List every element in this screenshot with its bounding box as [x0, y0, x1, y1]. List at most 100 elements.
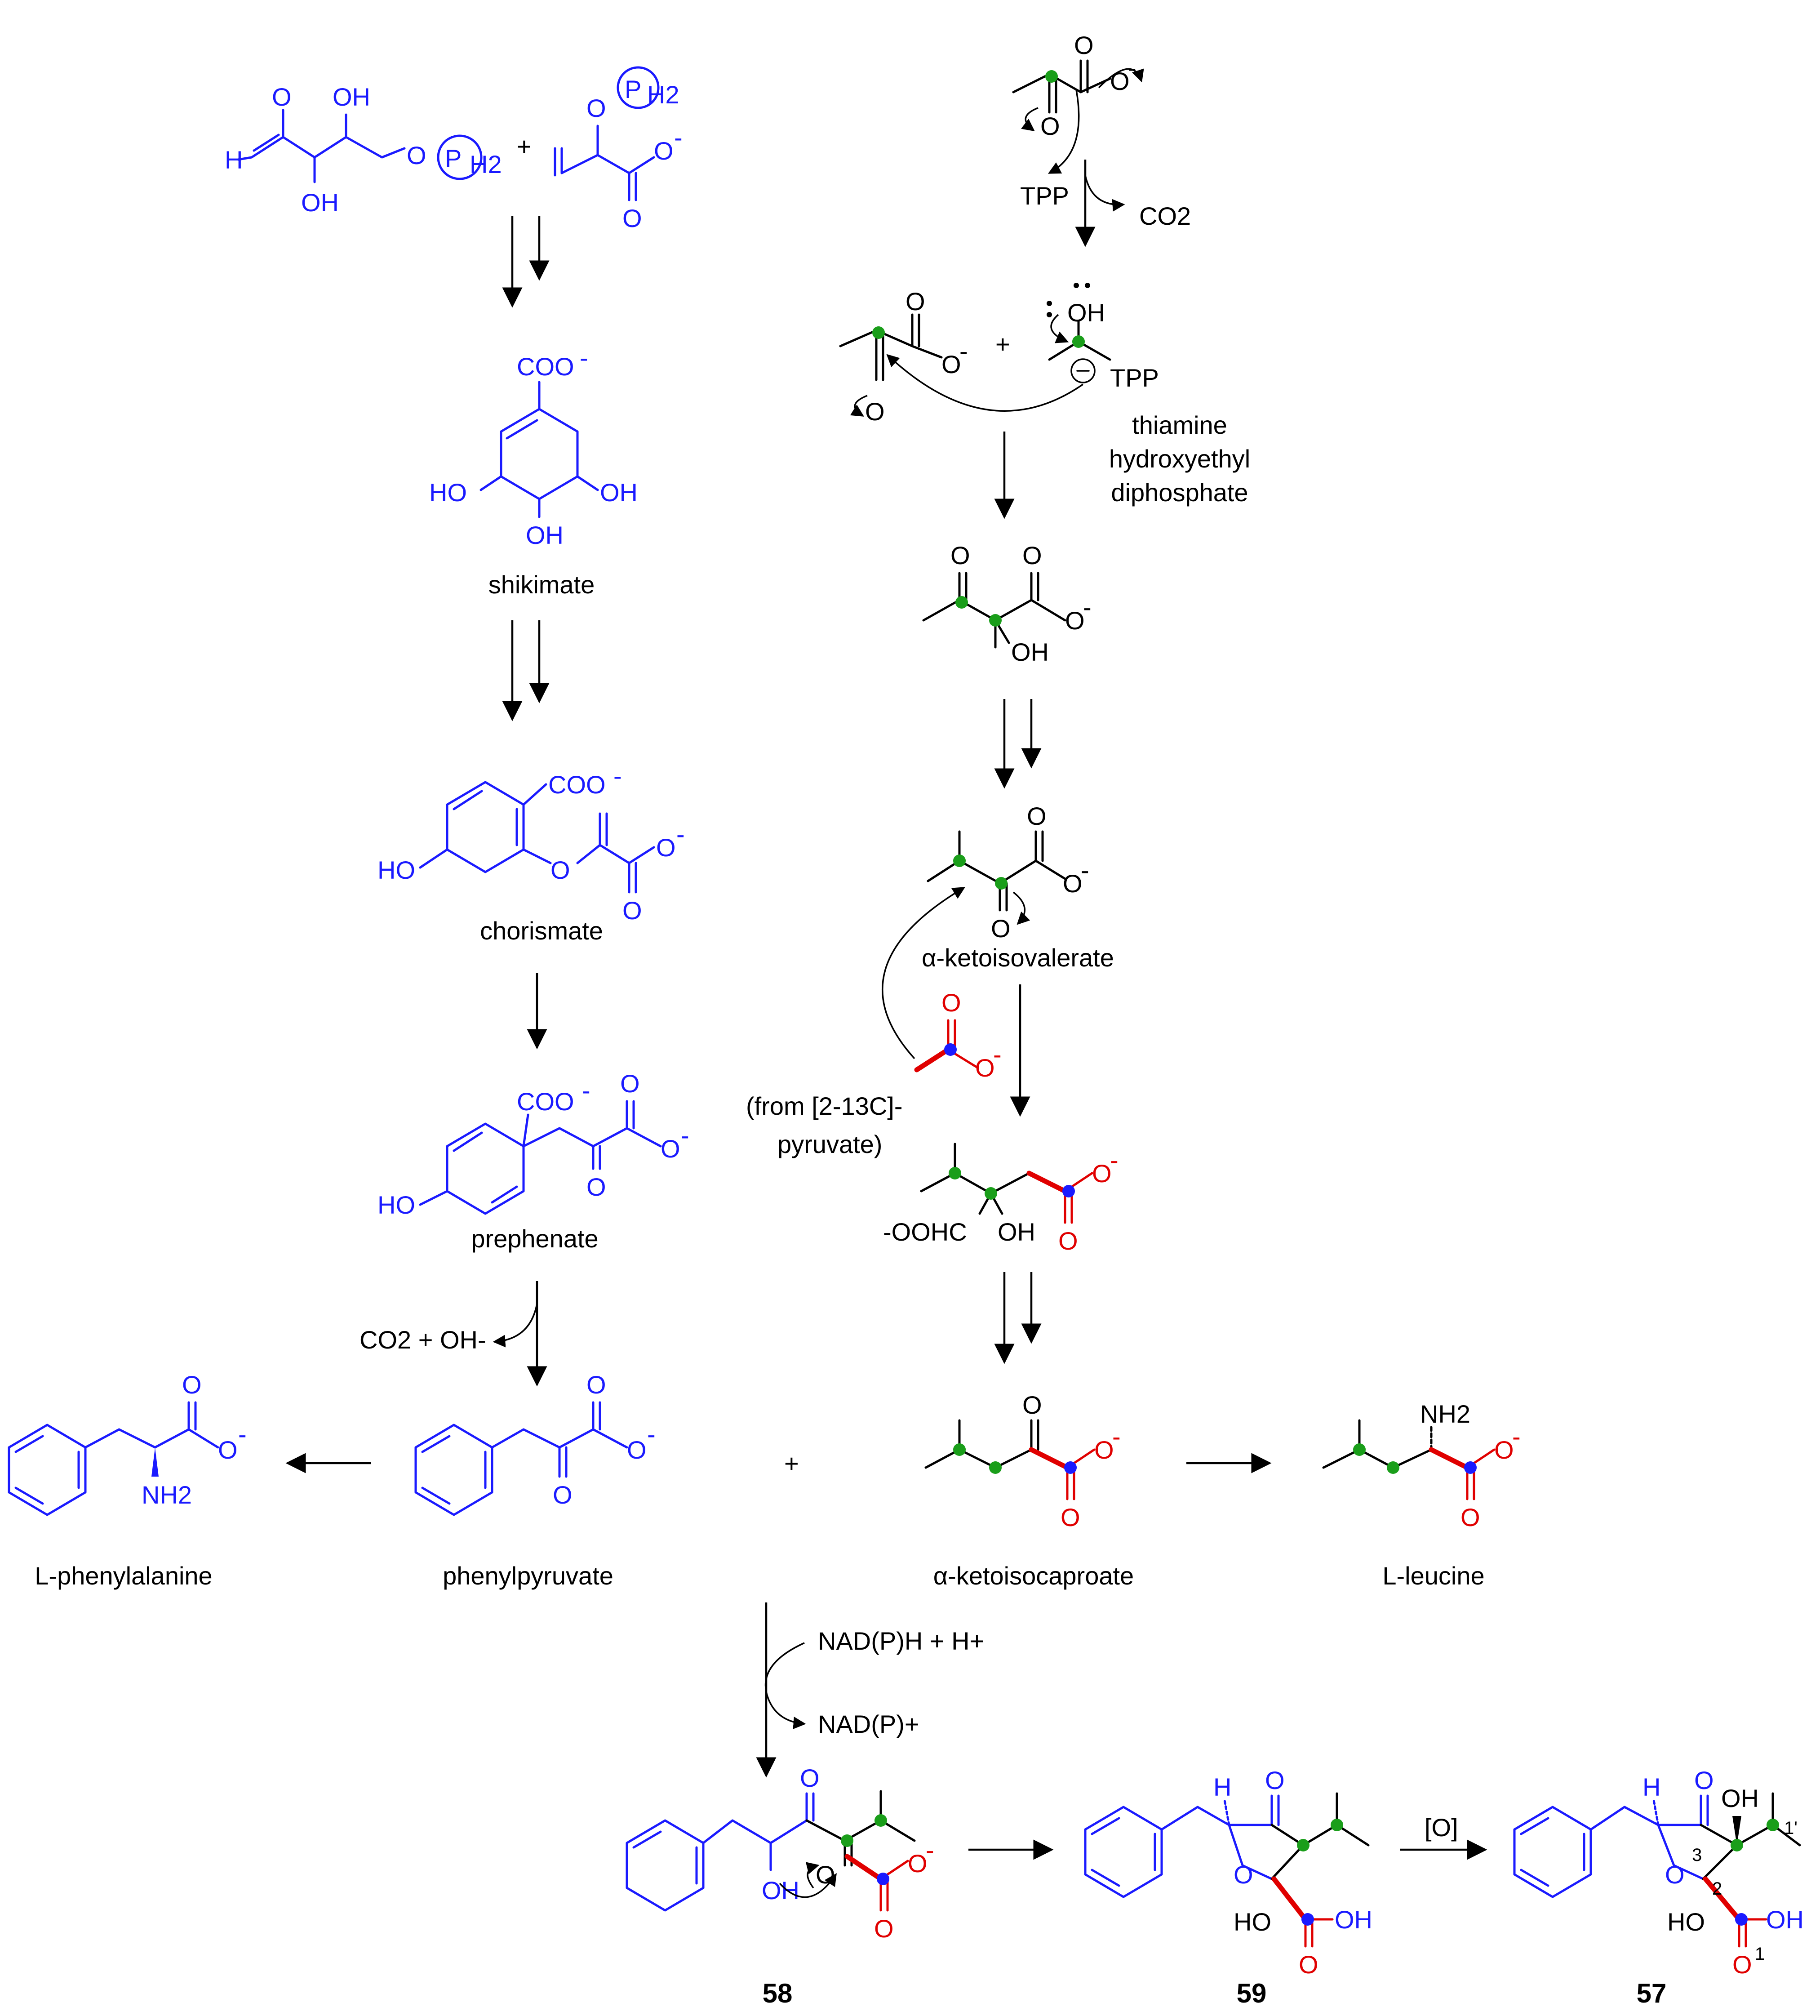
shikimate-label: shikimate	[488, 570, 595, 599]
svg-text:-: -	[582, 1076, 590, 1104]
svg-text:O: O	[1494, 1436, 1514, 1464]
svg-text:O: O	[218, 1436, 238, 1464]
phenylpyruvate-structure: O O - O	[414, 1371, 656, 1516]
compound-59-structure: H O O HO OH O	[1084, 1766, 1372, 1979]
svg-text:-OOHC: -OOHC	[883, 1218, 967, 1246]
svg-text:O: O	[941, 988, 961, 1017]
svg-text:OH: OH	[1011, 638, 1049, 666]
svg-text:O: O	[1665, 1860, 1685, 1889]
svg-text:OH: OH	[333, 83, 370, 111]
thiamine-label-1: thiamine	[1132, 411, 1227, 439]
compound-58-structure: O OH O O - O	[626, 1764, 934, 1943]
svg-text:1: 1	[1755, 1944, 1765, 1964]
svg-text:H: H	[225, 146, 243, 174]
svg-text:O: O	[1234, 1860, 1253, 1889]
plus-sign: +	[517, 132, 532, 160]
svg-text:O: O	[865, 397, 885, 426]
svg-text:OH: OH	[762, 1876, 799, 1905]
svg-text:O: O	[620, 1069, 640, 1098]
svg-text:COO: COO	[517, 352, 574, 381]
svg-text:O: O	[272, 83, 292, 111]
acetolactate-structure: O O O - OH	[922, 541, 1092, 666]
svg-text:-: -	[681, 1121, 689, 1149]
isopropylmalate-structure: -OOHC OH O - O	[883, 1143, 1119, 1255]
svg-text:H2: H2	[470, 150, 502, 178]
l-leucine-label: L-leucine	[1382, 1562, 1484, 1590]
svg-text:O: O	[1094, 1436, 1114, 1464]
svg-text:O: O	[1694, 1766, 1714, 1794]
svg-text:O: O	[1265, 1766, 1285, 1794]
svg-text:O: O	[941, 350, 961, 378]
svg-text:-: -	[926, 1836, 934, 1864]
l-leucine-structure: NH2 O - O	[1322, 1400, 1521, 1531]
svg-text:O: O	[1732, 1950, 1752, 1979]
pyruvate-structure: O O - O	[1012, 31, 1136, 140]
svg-text:2: 2	[1712, 1879, 1722, 1899]
svg-text:-: -	[580, 343, 588, 372]
svg-text:-: -	[1512, 1422, 1521, 1451]
from-pyruvate-label-2: pyruvate)	[777, 1130, 882, 1158]
svg-text:O: O	[975, 1054, 995, 1082]
svg-text:O: O	[874, 1914, 894, 1943]
svg-text:3: 3	[1692, 1845, 1702, 1865]
phenylpyruvate-label: phenylpyruvate	[443, 1562, 613, 1590]
svg-text:-: -	[959, 337, 968, 365]
svg-text:O: O	[908, 1849, 928, 1878]
ketoisocaproate-structure: O O - O	[924, 1391, 1121, 1531]
svg-text:OH: OH	[1067, 298, 1105, 327]
svg-text:O: O	[622, 204, 642, 232]
hydroxyethyl-tpp: OH TPP	[1047, 283, 1159, 392]
svg-text:HO: HO	[377, 856, 415, 884]
svg-text:O: O	[1074, 31, 1094, 59]
svg-text:O: O	[1065, 606, 1085, 635]
svg-text:OH: OH	[600, 478, 638, 507]
svg-text:O: O	[1022, 1391, 1042, 1419]
oxidant-label: [O]	[1425, 1813, 1458, 1842]
plus-sign: +	[995, 330, 1010, 358]
svg-text:O: O	[1040, 112, 1060, 140]
svg-text:H: H	[1642, 1773, 1660, 1801]
plus-sign: +	[784, 1449, 799, 1478]
svg-text:1': 1'	[1784, 1818, 1798, 1838]
svg-text:O: O	[553, 1481, 573, 1509]
svg-text:-: -	[676, 820, 685, 848]
chorismate-label: chorismate	[480, 917, 603, 945]
compound-57-label: 57	[1637, 1978, 1667, 2008]
svg-text:-: -	[613, 761, 622, 790]
labeled-acetate: O O -	[914, 988, 1002, 1082]
svg-text:TPP: TPP	[1110, 364, 1159, 392]
svg-text:O: O	[1061, 1503, 1080, 1531]
svg-text:HO: HO	[377, 1191, 415, 1219]
svg-text:O: O	[586, 94, 606, 122]
co2-byproduct: CO2	[1139, 202, 1191, 230]
svg-text:HO: HO	[1667, 1908, 1705, 1936]
l-phenylalanine-structure: O O - NH2	[8, 1371, 247, 1516]
ketoisovalerate-structure: O O - O	[927, 802, 1089, 943]
svg-text:O: O	[656, 833, 676, 862]
svg-text:O: O	[407, 141, 426, 169]
svg-text:OH: OH	[998, 1218, 1035, 1246]
svg-text:O: O	[1027, 802, 1047, 830]
svg-text:O: O	[906, 287, 925, 316]
svg-text:-: -	[1081, 856, 1089, 884]
thiamine-label-2: hydroxyethyl	[1109, 445, 1250, 473]
from-pyruvate-label-1: (from [2-13C]-	[746, 1092, 903, 1120]
svg-text:OH: OH	[1335, 1905, 1372, 1934]
svg-text:COO: COO	[517, 1087, 574, 1116]
svg-text:-: -	[647, 1420, 656, 1448]
svg-text:O: O	[800, 1764, 820, 1792]
svg-text:O: O	[586, 1173, 606, 1201]
ketoisovalerate-label: α-ketoisovalerate	[922, 943, 1114, 972]
svg-text:-: -	[1110, 1146, 1119, 1174]
nadph-label: NAD(P)H + H+	[818, 1627, 984, 1655]
svg-text:O: O	[627, 1436, 647, 1464]
svg-text:O: O	[1058, 1227, 1078, 1255]
svg-text:-: -	[1112, 1422, 1121, 1451]
svg-text:O: O	[1063, 869, 1083, 898]
svg-text:O: O	[950, 541, 970, 570]
svg-text:HO: HO	[1234, 1908, 1271, 1936]
tpp-label: TPP	[1020, 182, 1069, 210]
svg-text:-: -	[993, 1040, 1002, 1068]
pyruvate-acceptor: O O - O	[839, 287, 968, 426]
